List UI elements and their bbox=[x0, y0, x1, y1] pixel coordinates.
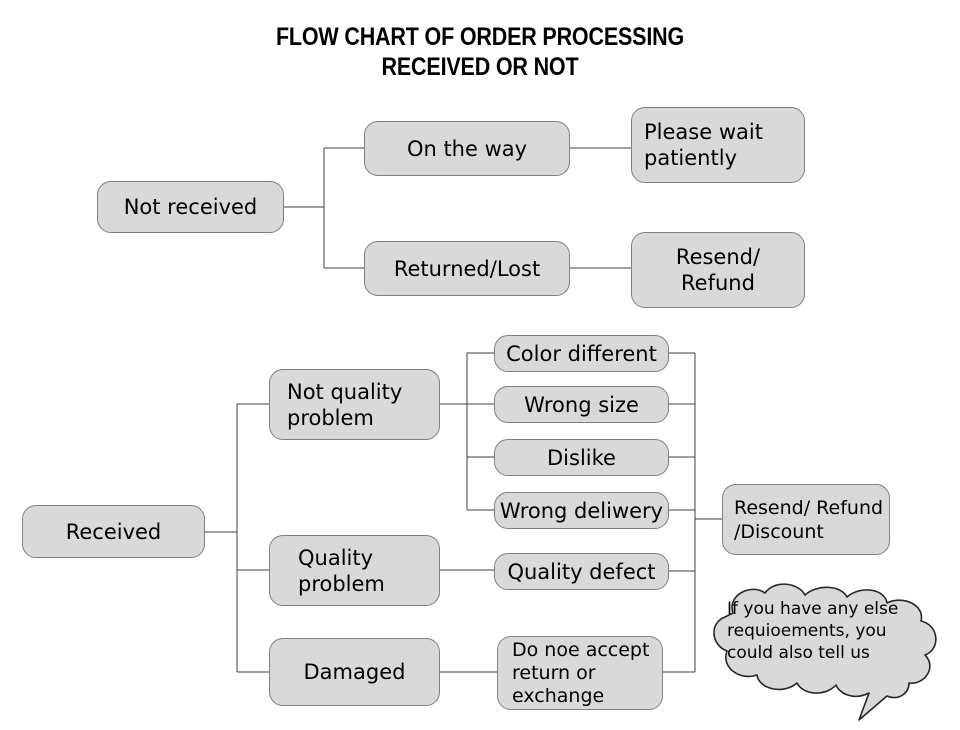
node-quality-problem-label: Quality problem bbox=[298, 545, 385, 596]
node-damaged-label: Damaged bbox=[303, 660, 406, 684]
node-not-quality-problem-label: Not quality problem bbox=[287, 379, 403, 430]
callout-bubble-text: If you have any else requioements, you c… bbox=[727, 599, 899, 663]
node-please-wait-patiently[interactable]: Please wait patiently bbox=[631, 107, 805, 183]
node-damaged[interactable]: Damaged bbox=[269, 638, 440, 706]
node-do-not-accept-return[interactable]: Do noe accept return or exchange bbox=[497, 636, 663, 710]
node-do-not-accept-return-label: Do noe accept return or exchange bbox=[512, 638, 650, 707]
node-please-wait-patiently-label: Please wait patiently bbox=[644, 120, 763, 170]
node-resend-refund-discount[interactable]: Resend/ Refund /Discount bbox=[722, 484, 890, 555]
callout-bubble[interactable]: If you have any else requioements, you c… bbox=[703, 583, 948, 723]
node-wrong-deliwery[interactable]: Wrong deliwery bbox=[494, 492, 669, 529]
callout-bubble-shape bbox=[713, 583, 937, 721]
node-dislike-label: Dislike bbox=[547, 445, 616, 470]
node-on-the-way-label: On the way bbox=[406, 136, 528, 161]
node-color-different-label: Color different bbox=[506, 341, 657, 366]
node-on-the-way[interactable]: On the way bbox=[364, 121, 570, 176]
page-title: FLOW CHART OF ORDER PROCESSING RECEIVED … bbox=[275, 23, 685, 81]
node-dislike[interactable]: Dislike bbox=[494, 439, 669, 476]
node-received[interactable]: Received bbox=[22, 505, 205, 558]
node-resend-refund-discount-label: Resend/ Refund /Discount bbox=[734, 496, 884, 543]
node-quality-defect[interactable]: Quality defect bbox=[494, 553, 669, 590]
node-wrong-size[interactable]: Wrong size bbox=[494, 386, 669, 423]
node-wrong-size-label: Wrong size bbox=[524, 392, 639, 417]
node-resend-refund-label: Resend/ Refund bbox=[675, 245, 761, 295]
node-returned-lost-label: Returned/Lost bbox=[393, 256, 541, 281]
node-not-quality-problem[interactable]: Not quality problem bbox=[269, 369, 440, 440]
node-color-different[interactable]: Color different bbox=[494, 335, 669, 372]
node-returned-lost[interactable]: Returned/Lost bbox=[364, 241, 570, 296]
node-resend-refund[interactable]: Resend/ Refund bbox=[631, 232, 805, 308]
node-quality-defect-label: Quality defect bbox=[507, 559, 656, 584]
node-quality-problem[interactable]: Quality problem bbox=[269, 535, 440, 606]
node-received-label: Received bbox=[65, 519, 162, 544]
node-not-received-label: Not received bbox=[123, 195, 258, 219]
node-not-received[interactable]: Not received bbox=[97, 181, 284, 233]
node-wrong-deliwery-label: Wrong deliwery bbox=[499, 498, 664, 523]
